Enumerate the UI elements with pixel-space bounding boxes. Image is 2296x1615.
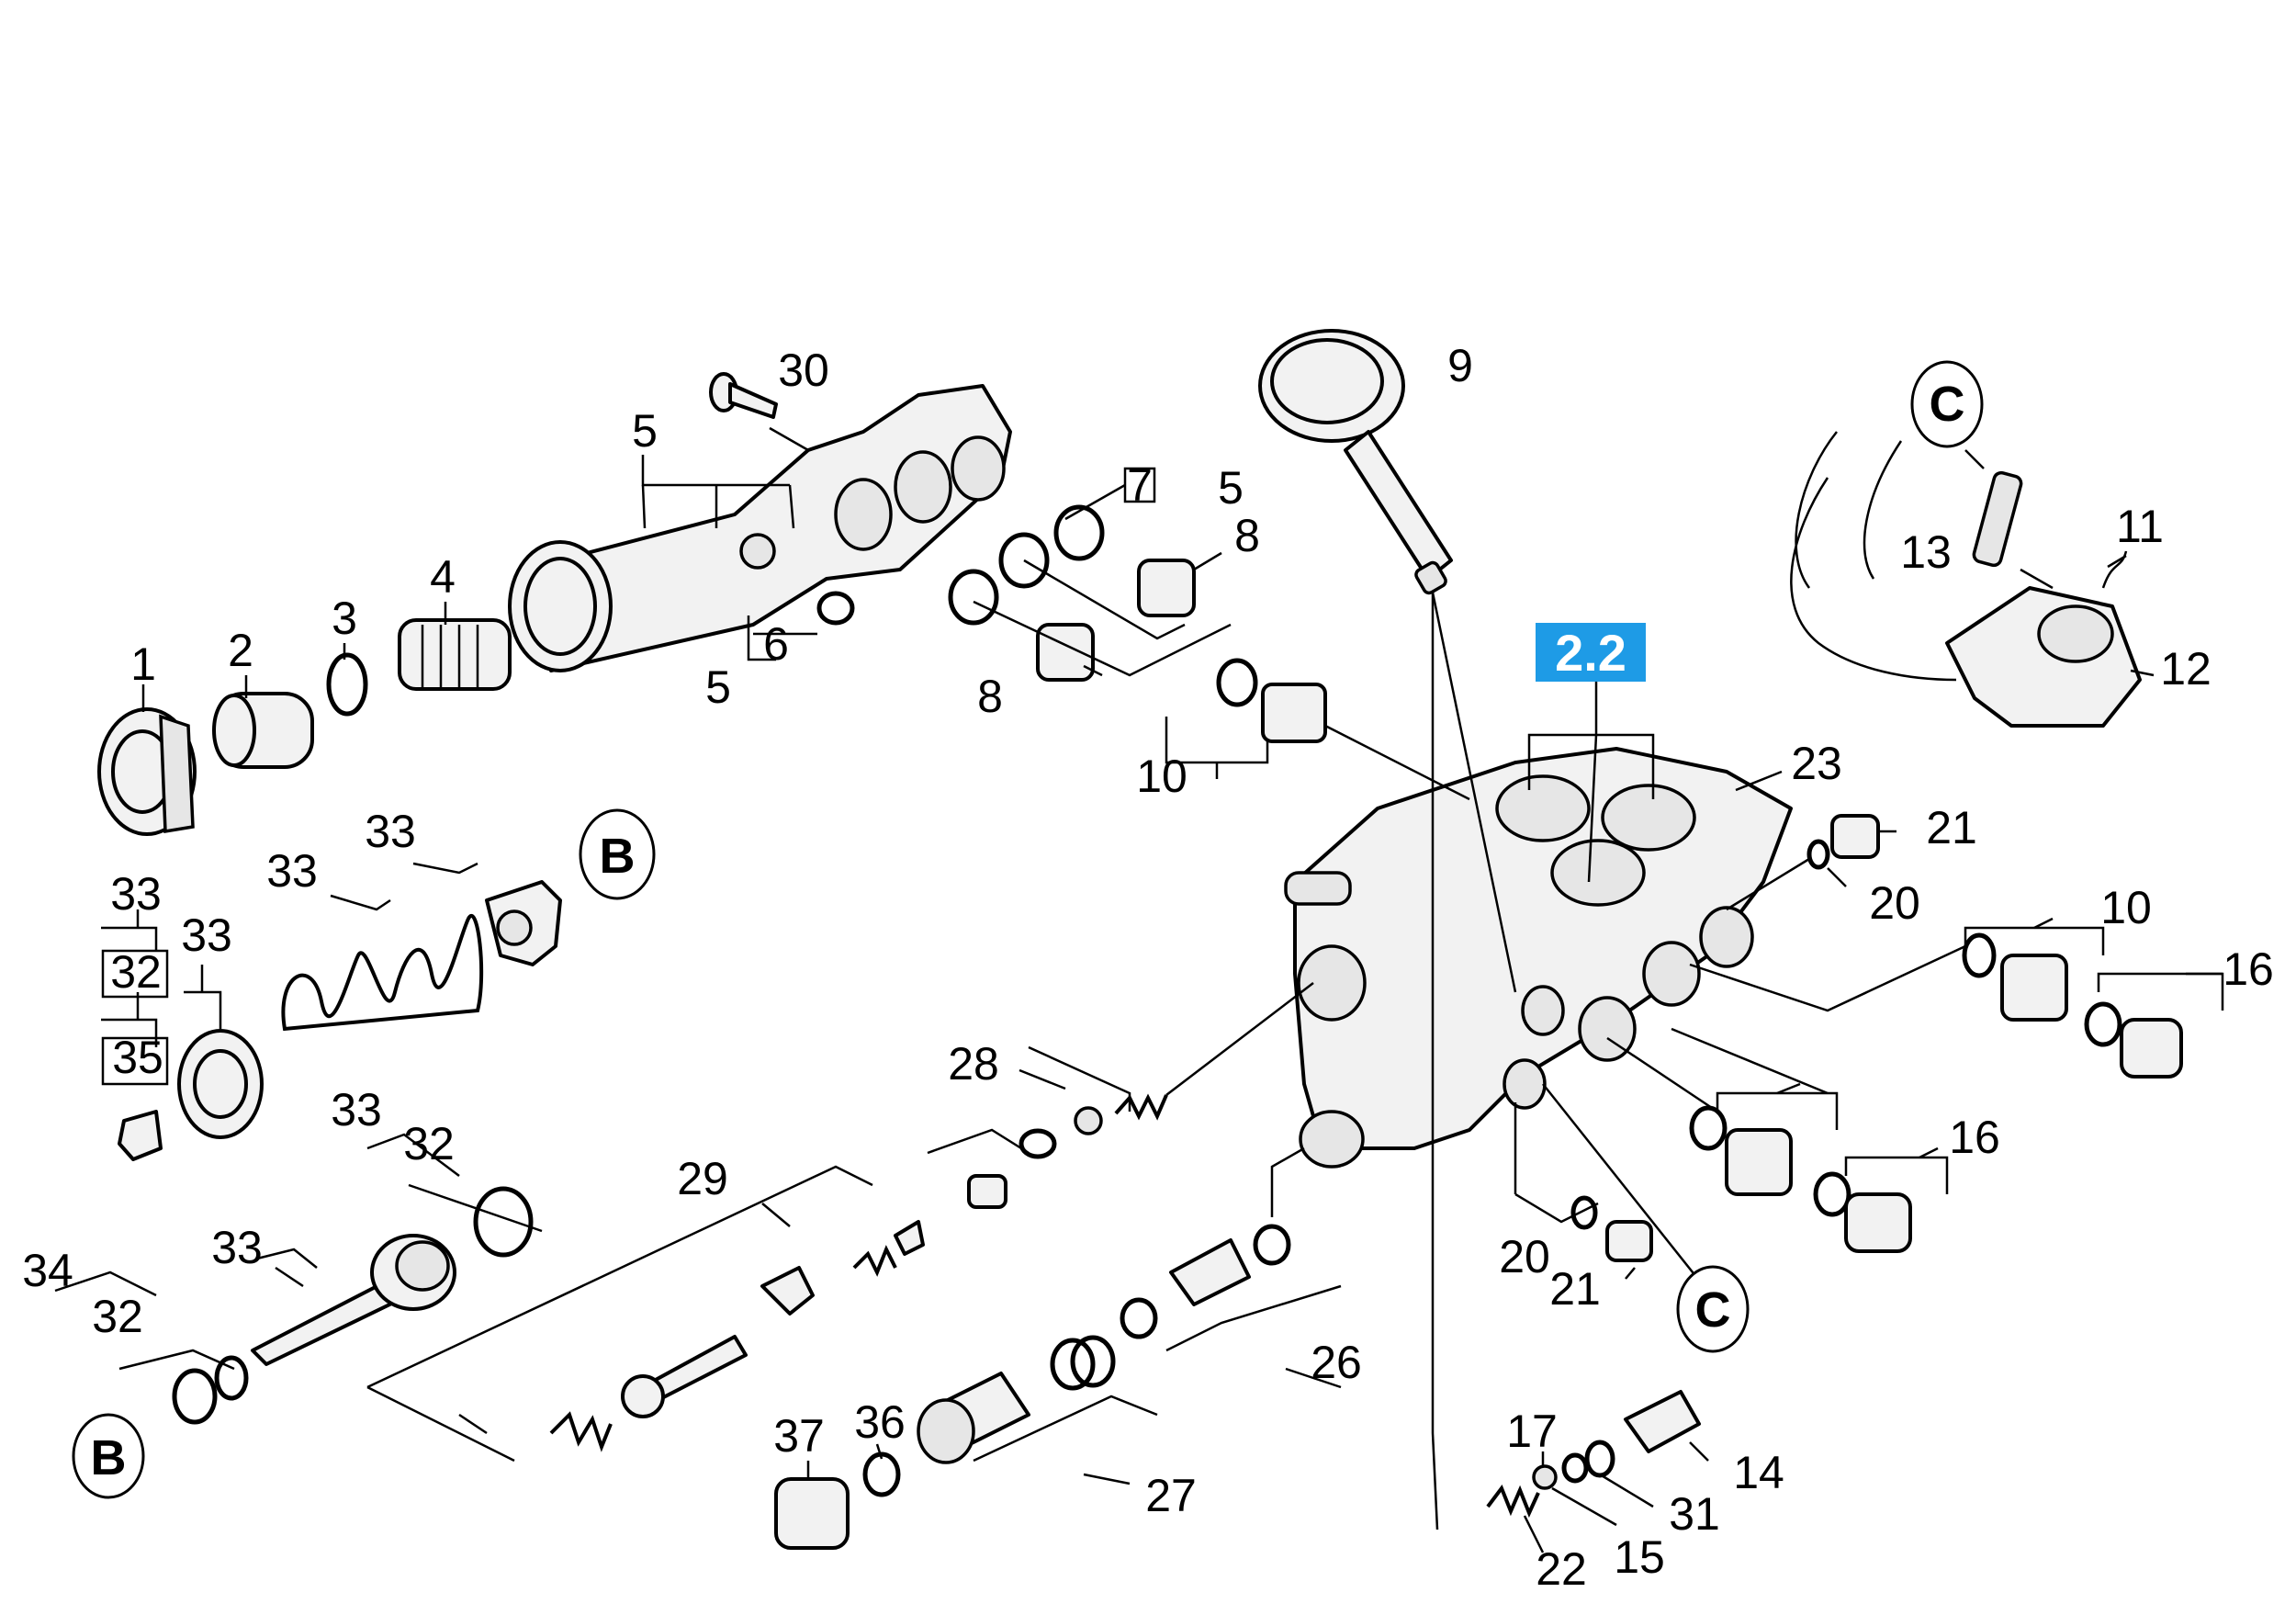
callout-label: 33 — [266, 845, 318, 897]
callout-label: 33 — [211, 1222, 263, 1273]
callout-box-32 — [101, 949, 169, 999]
callout-label: 11 — [2116, 501, 2164, 552]
valve-10b-part — [2000, 954, 2068, 1022]
o-ring-20a-part — [1806, 839, 1830, 870]
highlighted-part-2-2[interactable]: 2.2 — [1536, 623, 1646, 682]
callout-label: 30 — [778, 344, 829, 396]
callout-label: 13 — [1900, 526, 1952, 578]
callout-label: 33 — [181, 909, 232, 961]
plunger-assembly-part — [774, 1224, 1291, 1550]
plug-16a-part — [2120, 1018, 2183, 1079]
callout-label: 16 — [1949, 1112, 2000, 1163]
callout-label: 8 — [1234, 510, 1260, 561]
callout-label: 36 — [854, 1396, 906, 1448]
union-nut-part — [97, 707, 197, 836]
callout-label: 17 — [1506, 1406, 1558, 1457]
callout-label: 32 — [403, 1118, 455, 1169]
o-ring-7a-part — [1053, 504, 1105, 561]
o-ring-6-part — [816, 591, 855, 626]
callout-label: 33 — [365, 806, 416, 857]
o-ring-7b-part — [998, 532, 1050, 589]
callout-labels: 1 2 3 4 5 5 5 6 7 8 8 9 10 10 11 12 13 1… — [22, 340, 2274, 1595]
pump-head-part — [1284, 747, 1793, 1169]
plug-16b-part — [1844, 1192, 1912, 1253]
callout-label: 2 — [228, 625, 253, 676]
reference-marker-c-bottom: C — [1676, 1265, 1750, 1353]
callout-label: 6 — [763, 618, 789, 670]
callout-label: 23 — [1791, 738, 1842, 789]
callout-label: 9 — [1447, 340, 1473, 391]
callout-label: 34 — [22, 1245, 73, 1296]
callout-label: 10 — [1136, 751, 1187, 802]
piston-part — [549, 1220, 925, 1452]
inlet-housing-part — [508, 384, 1012, 672]
callout-label: 20 — [1869, 877, 1920, 929]
marker-b-top-label: B — [600, 829, 636, 884]
o-ring-20b-part — [1570, 1195, 1598, 1230]
callout-label: 5 — [632, 405, 658, 457]
callout-label: 21 — [1549, 1263, 1601, 1315]
callout-label: 10 — [2100, 882, 2152, 933]
callout-label: 3 — [332, 593, 357, 644]
plug-8a-part — [1137, 559, 1196, 617]
callout-label: 5 — [1218, 462, 1244, 514]
screw-part — [709, 372, 778, 419]
callout-label: 33 — [110, 868, 162, 920]
valve-10-part — [1261, 683, 1327, 743]
plug-21b-part — [1605, 1220, 1653, 1262]
o-ring-16b-part — [1813, 1171, 1851, 1217]
callout-label: 12 — [2160, 643, 2212, 695]
valve-37-part — [1725, 1128, 1793, 1196]
callout-label: 35 — [112, 1032, 163, 1083]
callout-label: 5 — [705, 661, 731, 713]
reference-marker-b-bottom: B — [72, 1413, 145, 1499]
plug-8b-part — [1036, 623, 1095, 682]
spindle-part — [172, 1186, 534, 1425]
callout-label: 8 — [977, 671, 1003, 722]
plug-21a-part — [1830, 814, 1880, 859]
callout-label: 22 — [1536, 1543, 1587, 1595]
callout-label: 26 — [1311, 1337, 1362, 1388]
callout-label: 21 — [1926, 802, 1977, 853]
o-ring-7c-part — [948, 569, 999, 626]
marker-c-bottom-label: C — [1695, 1282, 1731, 1338]
callout-label: 20 — [1499, 1231, 1550, 1282]
callout-label: 33 — [331, 1084, 382, 1135]
callout-label: 14 — [1733, 1447, 1784, 1498]
marker-b-bottom-label: B — [91, 1430, 127, 1485]
pressure-switch-part — [1790, 431, 2142, 728]
o-ring-10b-part — [1962, 932, 1997, 978]
callout-label: 31 — [1669, 1488, 1720, 1540]
callout-label: 1 — [130, 638, 156, 690]
valve-seat-28-part — [967, 1093, 1168, 1209]
callout-label: 29 — [677, 1153, 728, 1204]
callout-label: 4 — [430, 551, 456, 603]
callout-label: 16 — [2223, 943, 2274, 995]
o-ring-37-part — [1689, 1105, 1728, 1151]
part-drawings — [97, 329, 2183, 1550]
callout-label: 32 — [110, 946, 162, 998]
spring-assembly-part — [118, 880, 562, 1161]
callout-label: 15 — [1614, 1531, 1665, 1583]
o-ring-10-part — [1216, 658, 1258, 707]
highlight-box — [1536, 623, 1646, 682]
callout-label: 7 — [1127, 459, 1153, 511]
callout-label: 28 — [948, 1038, 999, 1090]
callout-label: 27 — [1145, 1470, 1197, 1521]
nozzle-part — [212, 692, 314, 769]
highlight-label: 2.2 — [1555, 624, 1626, 682]
reference-marker-c-top: C — [1910, 360, 1984, 448]
marker-c-top-label: C — [1930, 377, 1965, 432]
callout-box-34 — [101, 1036, 169, 1086]
o-ring-part — [326, 652, 368, 717]
reference-marker-b-top: B — [579, 808, 656, 900]
relief-valve-part — [1486, 1390, 1701, 1519]
callout-label: 32 — [92, 1291, 143, 1342]
pressure-gauge-part — [1258, 329, 1453, 595]
o-ring-16a-part — [2084, 1001, 2122, 1047]
callout-label: 37 — [773, 1410, 825, 1462]
filter-part — [398, 618, 512, 691]
leader-lines — [54, 426, 2224, 1553]
